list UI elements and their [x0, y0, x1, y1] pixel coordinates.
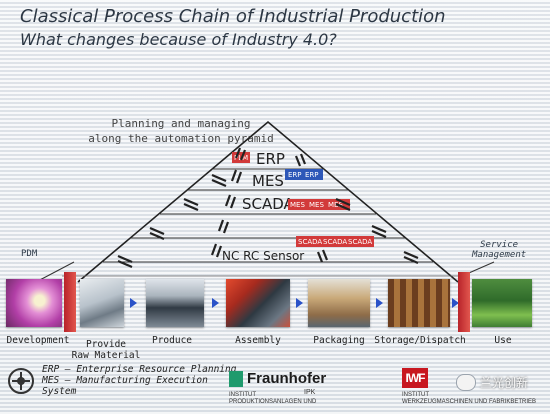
- link-marks: [117, 147, 419, 269]
- flow-arrow: [130, 298, 137, 308]
- stage-storage-dispatch: Storage/Dispatch: [374, 335, 466, 346]
- stage-development: Development: [6, 335, 70, 346]
- fraunhofer-inst-line2: PRODUKTIONSANLAGEN UND: [229, 399, 317, 405]
- tag-mes-1-text: MES: [290, 201, 305, 209]
- slide-subtitle: What changes because of Industry 4.0?: [20, 30, 337, 49]
- flow-arrow: [376, 298, 383, 308]
- tag-mes-2-text: MES: [309, 201, 324, 209]
- level-scada: SCADA: [242, 195, 295, 213]
- use-photo: [472, 279, 532, 327]
- pdm-label: PDM: [21, 249, 38, 259]
- level-mes: MES: [252, 172, 284, 190]
- raw-material-photo: [80, 279, 124, 327]
- fraunhofer-inst-line1: INSTITUT: [229, 392, 256, 398]
- slide-title: Classical Process Chain of Industrial Pr…: [20, 6, 446, 27]
- tag-scada-3-text: SCADA: [348, 238, 372, 246]
- packaging-photo: [308, 279, 370, 327]
- stage-packaging: Packaging: [313, 335, 365, 346]
- flow-arrow: [212, 298, 219, 308]
- pyramid-caption: Planning and managing along the automati…: [86, 116, 276, 146]
- service-management-label: Service Management: [472, 240, 526, 260]
- pyramid-caption-line1: Planning and managing: [111, 117, 251, 130]
- iwf-institute: INSTITUT WERKZEUGMASCHINEN UND FABRIKBET…: [402, 392, 536, 406]
- stage-provide-raw-material: Provide Raw Material: [72, 339, 141, 361]
- stage-use: Use: [494, 335, 512, 346]
- tag-scada-2-text: SCADA: [323, 238, 347, 246]
- stage-assembly: Assembly: [235, 335, 281, 346]
- development-red-bar: [64, 272, 76, 332]
- flow-arrow: [452, 298, 459, 308]
- pdm-link: [35, 261, 75, 283]
- tag-mes-red: [288, 199, 350, 210]
- pyramid-outline: [77, 120, 459, 283]
- legend-mes: MES – Manufacturing Execution: [42, 375, 208, 386]
- iwf-logo-icon: IWF: [402, 368, 428, 388]
- stage-produce: Produce: [151, 335, 193, 346]
- level-nc-rc-sensor: NC RC Sensor: [222, 249, 304, 263]
- tag-scada-red: [296, 236, 374, 247]
- fraunhofer-logo-icon: [229, 371, 243, 387]
- tag-erp-1-text: ERP: [288, 171, 302, 179]
- fraunhofer-name: Fraunhofer: [247, 370, 327, 387]
- tag-scada-1-text: SCADA: [298, 238, 322, 246]
- iwf-inst-line2: WERKZEUGMASCHINEN UND FABRIKBETRIEB: [402, 399, 537, 405]
- service-label-line2: Management: [472, 250, 527, 260]
- legend-erp: ERP – Enterprise Resource Planning: [42, 364, 237, 375]
- pyramid-caption-line2: along the automation pyramid: [88, 132, 274, 145]
- use-red-bar: [458, 272, 470, 332]
- service-label-line1: Service: [480, 240, 519, 250]
- level-erp: ERP: [256, 150, 285, 168]
- assembly-photo: [226, 279, 290, 327]
- tag-erp-blue: [285, 169, 323, 180]
- watermark-text: 兰光创新: [480, 376, 529, 390]
- flow-arrow: [296, 298, 303, 308]
- fraunhofer-institute: INSTITUT PRODUKTIONSANLAGEN UND: [229, 392, 316, 406]
- stage-provide-line2: Raw Material: [71, 350, 141, 361]
- wechat-icon: [456, 374, 476, 391]
- iwf-inst-line1: INSTITUT: [402, 392, 429, 398]
- legend: ERP – Enterprise Resource Planning MES –…: [42, 364, 236, 397]
- storage-photo: [388, 279, 450, 327]
- legend-system: System: [42, 386, 77, 397]
- tu-berlin-emblem-icon: [8, 368, 34, 394]
- produce-photo: [146, 279, 204, 327]
- development-photo: [6, 279, 62, 327]
- watermark: 兰光创新: [456, 374, 528, 391]
- tag-erp-2-text: ERP: [305, 171, 319, 179]
- stage-provide-line1: Provide: [85, 339, 127, 350]
- fraunhofer-ipk: IPK: [304, 389, 316, 396]
